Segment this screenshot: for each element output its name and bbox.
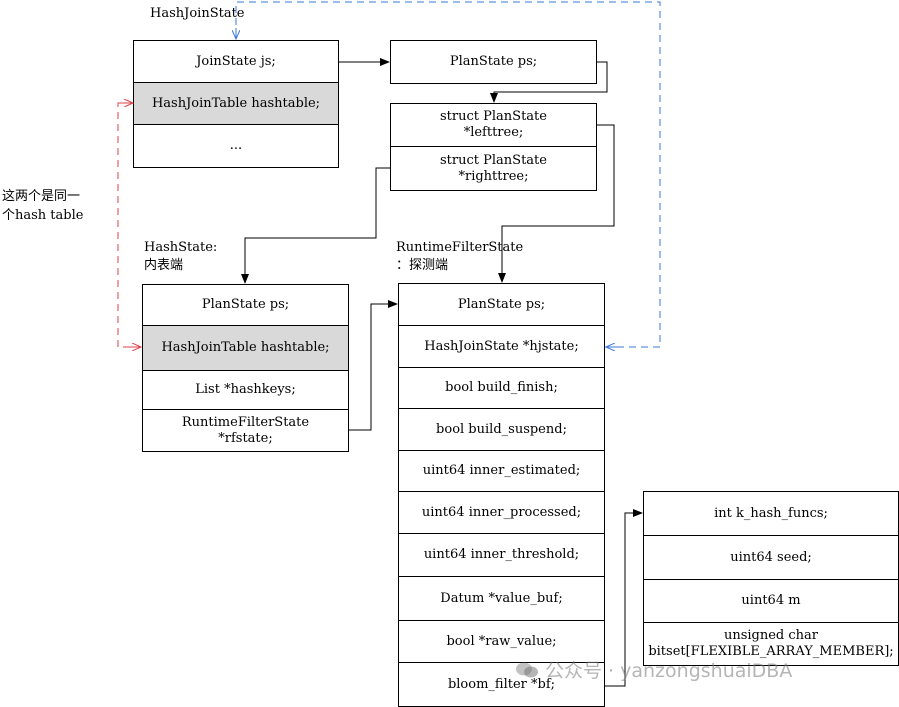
field-build-suspend: bool build_suspend; [399,409,604,451]
field-joinstate-js: JoinState js; [134,41,338,83]
field-bitset: unsigned char bitset[FLEXIBLE_ARRAY_MEMB… [648,628,894,659]
field-hashjointable-hashtable: HashJoinTable hashtable; [143,326,348,371]
bloom-filter-struct: int k_hash_funcs; uint64 seed; uint64 m … [643,491,899,666]
arrow-bf-to-bloom-filter [605,509,643,687]
planstate-trees-struct: struct PlanState *lefttree; struct PlanS… [390,103,597,191]
field-rfstate: RuntimeFilterState *rfstate; [181,414,310,446]
field-k-hash-funcs: int k_hash_funcs; [644,492,898,536]
field-righttree: struct PlanState *righttree; [440,152,547,184]
field-inner-processed: uint64 inner_processed; [399,492,604,534]
field-bloom-filter-bf: bloom_filter *bf; [447,676,556,692]
runtimefilterstate-label: RuntimeFilterState ：探测端 [396,240,524,273]
field-hjstate: HashJoinState *hjstate; [399,326,604,368]
field-hashjointable-hashtable: HashJoinTable hashtable; [134,83,338,125]
field-m: uint64 m [644,580,898,623]
field-raw-value: bool *raw_value; [399,621,604,663]
hashjoinstate-struct: JoinState js; HashJoinTable hashtable; .… [133,40,339,168]
field-lefttree: struct PlanState *lefttree; [391,104,596,147]
hashstate-struct: PlanState ps; HashJoinTable hashtable; L… [142,284,349,452]
field-hashkeys: List *hashkeys; [143,371,348,410]
arrow-planstate-to-trees [490,61,608,103]
red-dashed-same-hashtable [117,102,141,348]
hashjoinstate-label: HashJoinState [150,6,245,21]
field-inner-threshold: uint64 inner_threshold; [399,534,604,577]
planstate-struct: PlanState ps; [390,40,597,84]
wechat-icon [516,662,538,677]
field-planstate-ps: PlanState ps; [143,285,348,326]
blue-dashed-hjstate-to-hashjoinstate [235,1,661,348]
arrow-rfstate-to-runtimefilterstate [349,300,398,431]
watermark: 公众号 · yanzongshuaiDBA [515,656,792,683]
field-inner-estimated: uint64 inner_estimated; [399,451,604,492]
field-value-buf: Datum *value_buf; [399,577,604,621]
arrow-righttree-to-hashstate [241,167,390,284]
field-seed: uint64 seed; [644,536,898,580]
field-planstate-ps: PlanState ps; [449,54,538,69]
hashstate-label: HashState: 内表端 [144,240,218,273]
watermark-text: 公众号 · yanzongshuaiDBA [545,660,793,682]
runtimefilterstate-struct: PlanState ps; HashJoinState *hjstate; bo… [398,283,605,707]
field-ellipsis: ... [229,138,243,153]
field-build-finish: bool build_finish; [399,368,604,409]
field-planstate-ps: PlanState ps; [399,284,604,326]
same-hashtable-note: 这两个是同一 个hash table [2,189,84,223]
arrow-lefttree-to-runtimefilterstate [498,124,615,283]
